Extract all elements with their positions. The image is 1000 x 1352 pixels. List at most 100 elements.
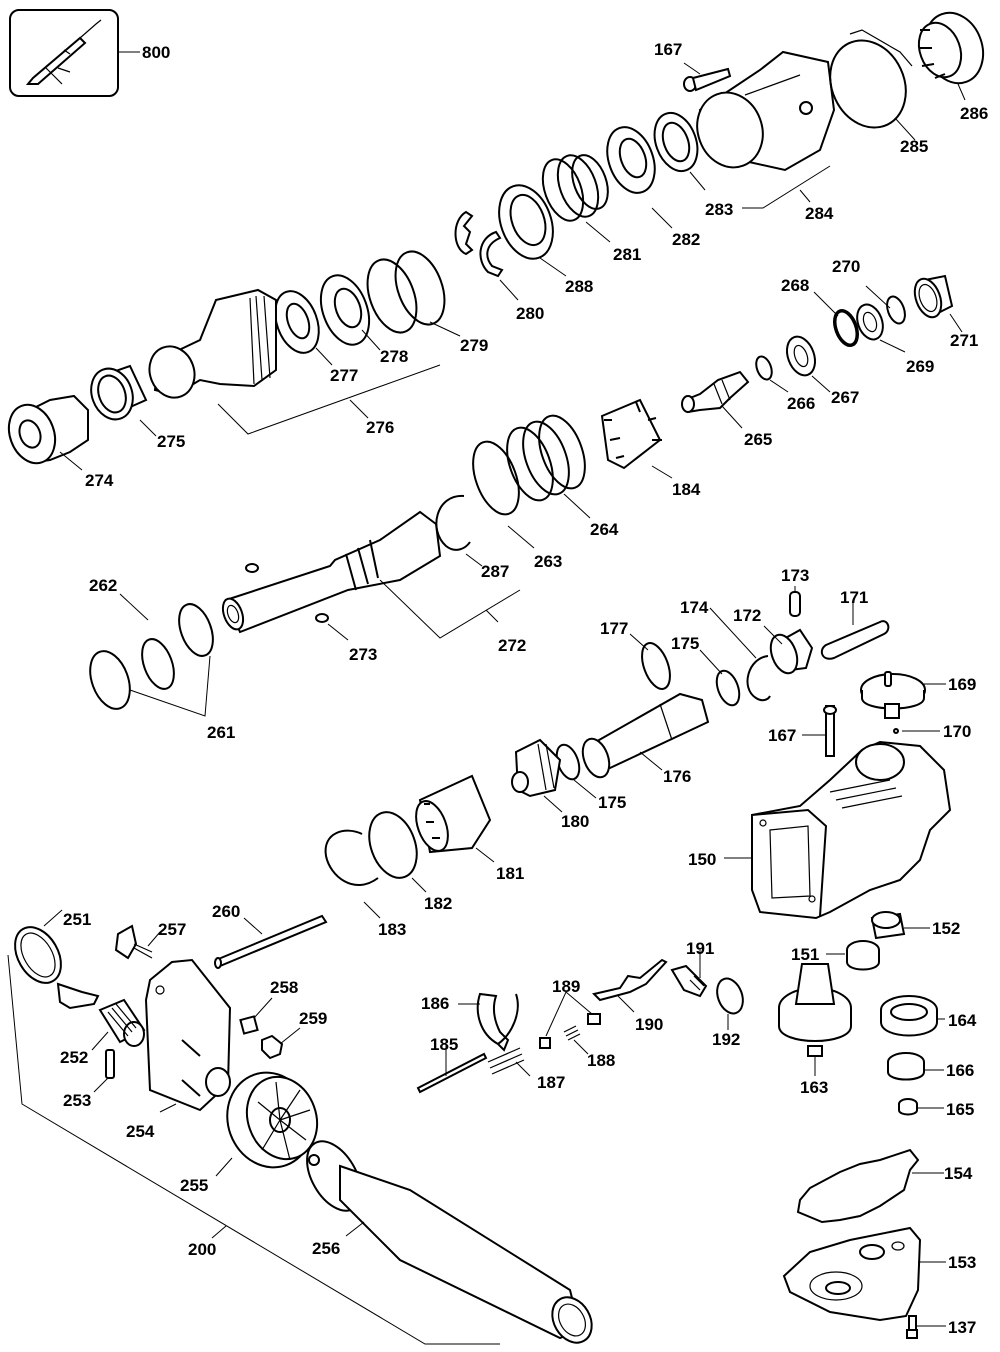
part-260-depth-rod [214,914,328,969]
part-252-threaded-sleeve [91,998,146,1051]
part-285-spring-clip [829,29,916,141]
part-173-pin [789,586,801,617]
label-180: 180 [561,812,589,831]
label-192: 192 [712,1030,740,1049]
label-277: 277 [330,366,358,385]
label-264: 264 [590,520,619,539]
bracket-284 [742,165,831,209]
label-183: 183 [378,920,406,939]
label-251: 251 [63,910,91,929]
part-282-washer [606,126,673,229]
part-259-nut [261,1027,301,1060]
part-264-spring [506,414,591,519]
label-174: 174 [680,598,709,617]
part-167-screw-top [683,62,732,92]
part-labels: 800 167 286 285 284 283 282 281 288 280 … [60,40,988,1337]
part-167-screw-bottom [802,705,837,757]
label-258: 258 [270,978,298,997]
part-177-o-ring [629,633,671,690]
part-275-sleeve [90,364,157,437]
part-274-dust-cap [7,394,89,471]
label-286: 286 [960,104,988,123]
bracket-272 [379,579,521,639]
label-152: 152 [932,919,960,938]
part-256-side-handle [306,1140,593,1344]
part-169-crank-gear [860,671,946,719]
label-262: 262 [89,576,117,595]
part-280-retaining-clip [479,230,519,301]
part-185-rod [416,1044,488,1094]
label-253: 253 [63,1091,91,1110]
part-183-retaining-ring [324,829,381,919]
part-286-clutch-ring [917,11,985,101]
label-269: 269 [906,357,934,376]
part-268-o-ring [813,291,859,348]
label-271: 271 [950,331,978,350]
label-170: 170 [943,722,971,741]
label-266: 266 [787,394,815,413]
label-200: 200 [188,1240,216,1259]
label-280: 280 [516,304,544,323]
part-151-bearing [826,940,880,971]
part-190-spring-plate [592,958,668,1013]
part-279-o-ring [366,210,474,337]
label-257: 257 [158,920,186,939]
label-164: 164 [948,1011,977,1030]
label-259: 259 [299,1009,327,1028]
part-174-retaining-ring [709,607,771,702]
part-288-washer [498,184,567,277]
label-281: 281 [613,245,641,264]
label-185: 185 [430,1035,458,1054]
part-272-spindle [221,510,442,634]
inset-frame [9,9,119,97]
part-251-clamp [14,909,100,1010]
part-187-spring [487,1047,531,1077]
label-282: 282 [672,230,700,249]
label-274: 274 [85,471,114,490]
label-184: 184 [672,480,701,499]
label-284: 284 [805,204,834,223]
part-170-ball [893,728,940,734]
part-265-striker [681,370,750,429]
label-169: 169 [948,675,976,694]
label-137: 137 [948,1318,976,1337]
part-278-washer [319,274,381,351]
label-273: 273 [349,645,377,664]
label-150: 150 [688,850,716,869]
part-287-retaining-ring [435,494,483,567]
part-270-retaining-ring [865,285,906,325]
part-192-o-ring [716,977,744,1030]
part-182-ring [368,811,427,893]
label-276: 276 [366,418,394,437]
part-277-washer [274,290,333,366]
label-163: 163 [800,1078,828,1097]
bracket-276 [217,364,441,435]
label-154: 154 [944,1164,973,1183]
label-186: 186 [421,994,449,1013]
label-265: 265 [744,430,772,449]
part-257-wing-screw [114,924,161,960]
grease-tube-icon [25,19,102,85]
part-284-nose-housing [696,50,836,172]
part-153-gear-cover [782,1226,946,1322]
part-176-cylinder [581,692,710,779]
bracket-261 [129,655,211,717]
part-262-retaining-ring [119,593,175,690]
label-190: 190 [635,1015,663,1034]
part-273-roller [327,623,349,641]
part-267-washer [785,335,831,393]
part-189-detent-pin [539,991,601,1049]
part-263-ring [472,440,535,549]
part-154-gasket [796,1148,944,1224]
part-255-handle-wheel [215,1071,319,1177]
label-260: 260 [212,902,240,921]
label-279: 279 [460,336,488,355]
part-188-spring [563,1025,589,1055]
label-182: 182 [424,894,452,913]
part-150-gear-case [724,740,952,920]
label-254: 254 [126,1122,155,1141]
label-267: 267 [831,388,859,407]
label-172: 172 [733,606,761,625]
